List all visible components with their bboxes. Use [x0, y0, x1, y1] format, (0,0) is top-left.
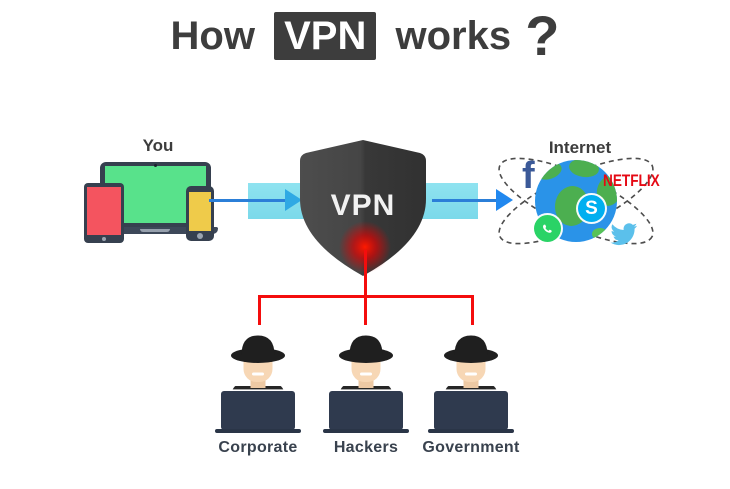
internet-label: Internet [548, 138, 612, 157]
facebook-icon: f [522, 155, 535, 197]
title-prefix: How [170, 14, 255, 58]
phone-home-button [197, 233, 203, 239]
page-title: How VPN works ? [0, 4, 730, 67]
shield-vpn-label: VPN [331, 189, 396, 222]
title-suffix: works [395, 14, 512, 58]
you-label: You [142, 136, 174, 155]
twitter-icon [610, 223, 638, 246]
threat-label: Hackers [333, 439, 399, 456]
threat-government: Government [421, 330, 521, 457]
leak-branch-center [364, 295, 367, 325]
hacker-icon [316, 330, 416, 433]
title-vpn-highlight: VPN [274, 12, 377, 60]
tablet-icon [84, 183, 124, 243]
arrow-line-left [209, 199, 287, 202]
threat-label: Corporate [218, 439, 298, 456]
phone-icon [186, 186, 214, 241]
phone-screen [189, 192, 211, 231]
threat-hackers: Hackers [316, 330, 416, 457]
leak-branch-right [471, 295, 474, 325]
leak-branch-left [258, 295, 261, 325]
threat-corporate: Corporate [208, 330, 308, 457]
laptop-base-notch [140, 229, 170, 232]
hacker-icon [421, 330, 521, 433]
netflix-logo: NETFLIX [603, 171, 660, 190]
leak-glow [339, 221, 391, 273]
hacker-icon [208, 330, 308, 433]
vpn-shield-icon: VPN [300, 140, 426, 276]
laptop-camera-dot [153, 164, 157, 167]
tablet-home-button [102, 237, 106, 241]
tablet-screen [87, 187, 121, 235]
title-question-mark: ? [525, 4, 560, 67]
threat-label: Government [422, 439, 520, 456]
arrow-right-icon [496, 189, 513, 211]
arrow-line-right [432, 199, 498, 202]
skype-icon: S [578, 195, 605, 222]
laptop-base [92, 227, 218, 234]
whatsapp-icon [534, 215, 561, 242]
leak-line-vertical [364, 250, 367, 298]
whatsapp-phone-glyph [543, 224, 552, 233]
arrow-right-icon [285, 189, 302, 211]
